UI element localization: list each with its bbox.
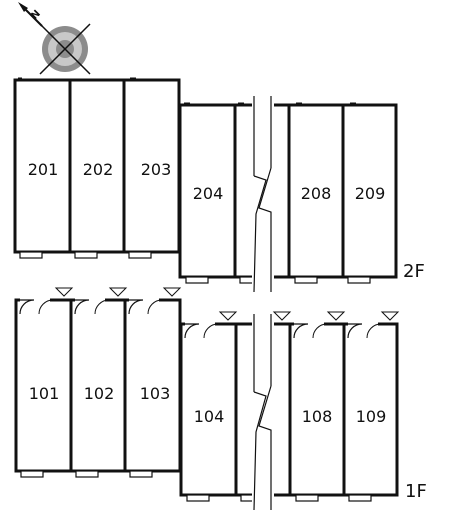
unit-label-104: 104 (194, 407, 225, 426)
door-icon (184, 311, 238, 339)
compass-north-label: N (29, 8, 43, 22)
balcony-vent (128, 251, 152, 259)
balcony-vent (347, 276, 371, 284)
unit-label-201: 201 (28, 160, 59, 179)
unit-label-209: 209 (355, 184, 386, 203)
balcony-vent (295, 494, 319, 502)
balcony-vent (294, 276, 318, 284)
balcony-vent (75, 470, 99, 478)
compass-line-ne-sw (39, 23, 91, 75)
break-line (253, 175, 267, 293)
door-icon (74, 287, 128, 315)
door-icon (272, 311, 292, 321)
floor-1f: 101 102 103 104 108 109 1F (14, 287, 427, 511)
unit-label-208: 208 (301, 184, 332, 203)
door-icon (19, 287, 74, 315)
balcony-vent (186, 494, 210, 502)
floor-label-2f: 2F (403, 261, 425, 282)
balcony-vent (129, 470, 153, 478)
balcony-vent (348, 494, 372, 502)
door-icon (128, 287, 182, 315)
balcony-vent (19, 251, 43, 259)
unit-label-103: 103 (140, 384, 171, 403)
unit-label-102: 102 (84, 384, 115, 403)
unit-label-109: 109 (356, 407, 387, 426)
unit-label-203: 203 (141, 160, 172, 179)
compass-north-arrowhead (18, 2, 28, 12)
floor-2f: 201 202 203 204 208 209 2F (13, 77, 425, 293)
break-line (253, 391, 267, 511)
door-icon (293, 311, 346, 339)
unit-label-204: 204 (193, 184, 224, 203)
break-line (258, 167, 272, 292)
balcony-vent (20, 470, 44, 478)
compass-icon: N (18, 2, 91, 75)
balcony-vent (185, 276, 209, 284)
floor-label-1f: 1F (405, 481, 427, 502)
balcony-vent (74, 251, 98, 259)
balcony-vent (239, 276, 255, 284)
unit-label-202: 202 (83, 160, 114, 179)
door-icon (347, 311, 400, 339)
unit-label-101: 101 (29, 384, 60, 403)
break-line (258, 385, 272, 510)
unit-label-108: 108 (302, 407, 333, 426)
